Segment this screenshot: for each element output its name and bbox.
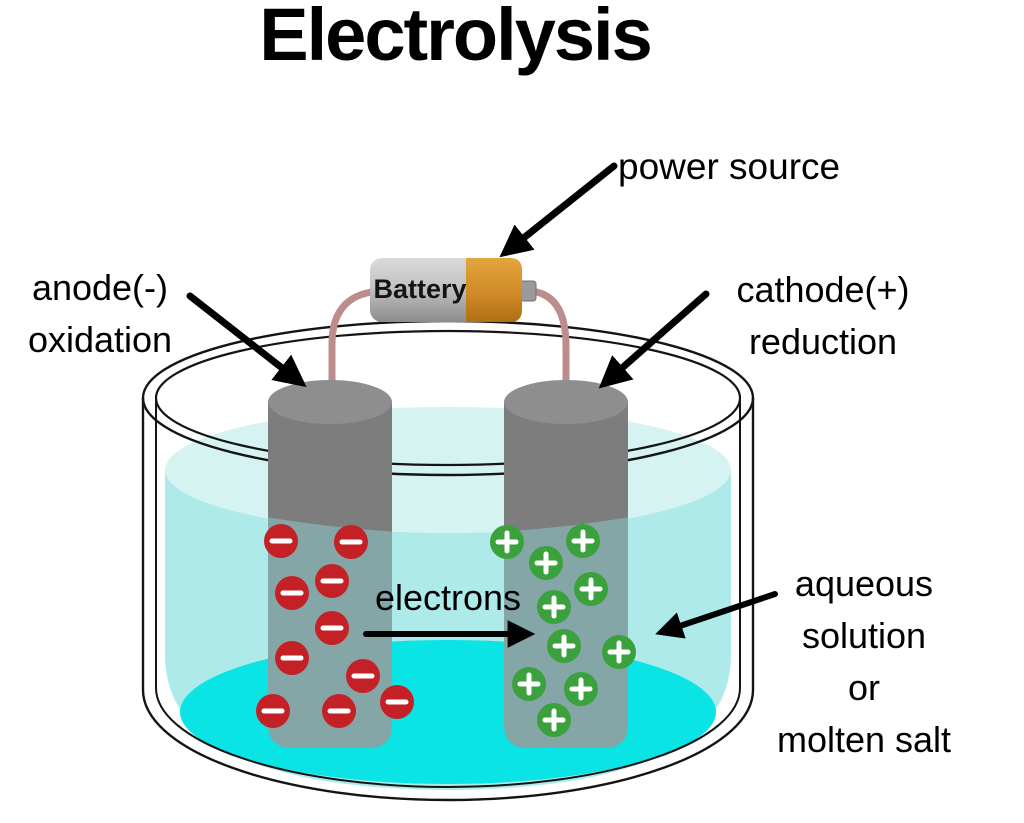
cathode-arrow [598, 290, 710, 389]
wire-right [526, 287, 570, 416]
battery: Battery [370, 258, 537, 322]
anode-top [268, 380, 392, 424]
solution-label-line3: or [847, 667, 880, 708]
cathode-label-line2: reduction [748, 321, 898, 362]
power-source-arrow [499, 162, 618, 258]
solution-label-line2: solution [801, 615, 927, 656]
beaker-rim-inner [154, 329, 742, 467]
diagram-title: Electrolysis [259, 0, 652, 76]
anode-label-line1: anode(-) [31, 267, 169, 308]
battery-cap [466, 258, 522, 322]
anode-arrow [186, 292, 307, 388]
beaker-wall-outer [141, 398, 755, 802]
positive-ions-group [490, 524, 636, 737]
battery-terminal [519, 280, 537, 302]
anode-label-line2: oxidation [27, 319, 173, 360]
cathode-body [504, 402, 628, 748]
electrode-cathode [504, 380, 628, 748]
beaker-wall-inner [155, 399, 741, 788]
electrons-label: electrons [374, 577, 522, 618]
solution-label-line1: aqueous [794, 563, 934, 604]
cathode-top [504, 380, 628, 424]
negative-ions-group [256, 524, 414, 728]
aqueous-arrow [655, 591, 778, 639]
anode-label: anode(-) oxidation [0, 262, 200, 366]
annotation-arrows [186, 162, 778, 648]
battery-label: Battery [373, 274, 466, 304]
beaker [141, 319, 755, 802]
power-source-label: power source [618, 146, 841, 187]
solution-surface [165, 407, 731, 533]
solution-label-line4: molten salt [776, 719, 952, 760]
solution-label: aqueous solution or molten salt [750, 558, 978, 766]
cathode-label-line1: cathode(+) [736, 269, 910, 310]
cathode-label: cathode(+) reduction [714, 264, 932, 368]
